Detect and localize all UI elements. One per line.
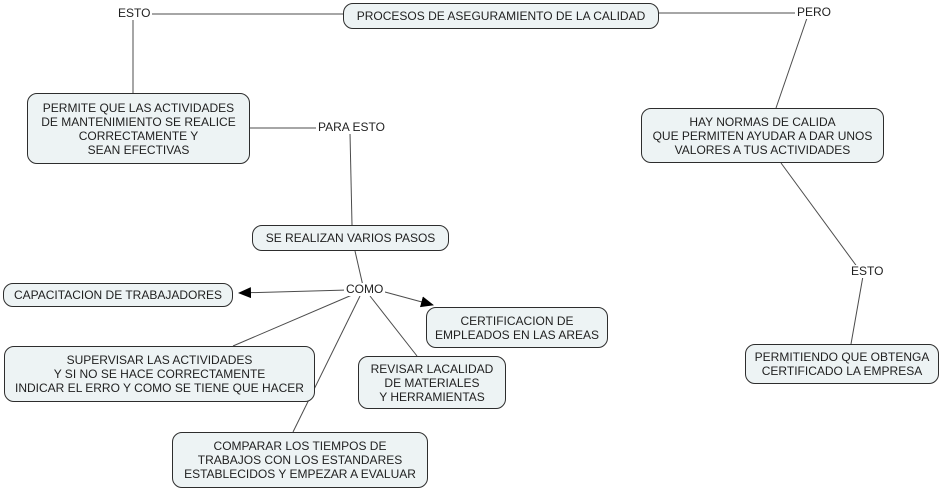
connector-hay-normas-esto-right (780, 162, 859, 269)
link-label-pero[interactable]: PERO (795, 5, 834, 19)
connector-como-revisar (369, 295, 418, 357)
link-label-esto-right[interactable]: ESTO (849, 264, 886, 278)
concept-node-capacitacion[interactable]: CAPACITACION DE TRABAJADORES (3, 283, 233, 307)
link-label-esto-left[interactable]: ESTO (116, 6, 153, 20)
concept-node-procesos[interactable]: PROCESOS DE ASEGURAMIENTO DE LA CALIDAD (343, 3, 659, 29)
link-label-como[interactable]: COMO (344, 282, 386, 296)
connector-esto-right-permitiendo (850, 275, 864, 345)
connector-se-realizan-como (354, 250, 364, 287)
connector-para-esto-se-realizan (349, 132, 353, 226)
concept-node-supervisar[interactable]: SUPERVISAR LAS ACTIVIDADES Y SI NO SE HA… (4, 346, 315, 402)
connector-como-capacitacion (238, 287, 349, 299)
concept-node-permite[interactable]: PERMITE QUE LAS ACTIVIDADES DE MANTENIMI… (27, 93, 250, 164)
concept-node-revisar[interactable]: REVISAR LACALIDAD DE MATERIALES Y HERRAM… (358, 356, 506, 409)
connector-pero-hay-normas (775, 17, 808, 109)
link-label-para-esto[interactable]: PARA ESTO (316, 120, 387, 134)
concept-node-permitiendo[interactable]: PERMITIENDO QUE OBTENGA CERTIFICADO LA E… (745, 344, 939, 384)
concept-node-certificacion[interactable]: CERTIFICACION DE EMPLEADOS EN LAS AREAS (426, 307, 608, 348)
connector-como-certificacion (384, 291, 434, 308)
concept-node-comparar[interactable]: COMPARAR LOS TIEMPOS DE TRABAJOS CON LOS… (172, 432, 428, 488)
connector-como-supervisar (232, 294, 353, 347)
concept-node-se-realizan[interactable]: SE REALIZAN VARIOS PASOS (252, 225, 449, 251)
concept-node-hay-normas[interactable]: HAY NORMAS DE CALIDA QUE PERMITEN AYUDAR… (641, 108, 884, 163)
connector-como-comparar (292, 295, 361, 433)
